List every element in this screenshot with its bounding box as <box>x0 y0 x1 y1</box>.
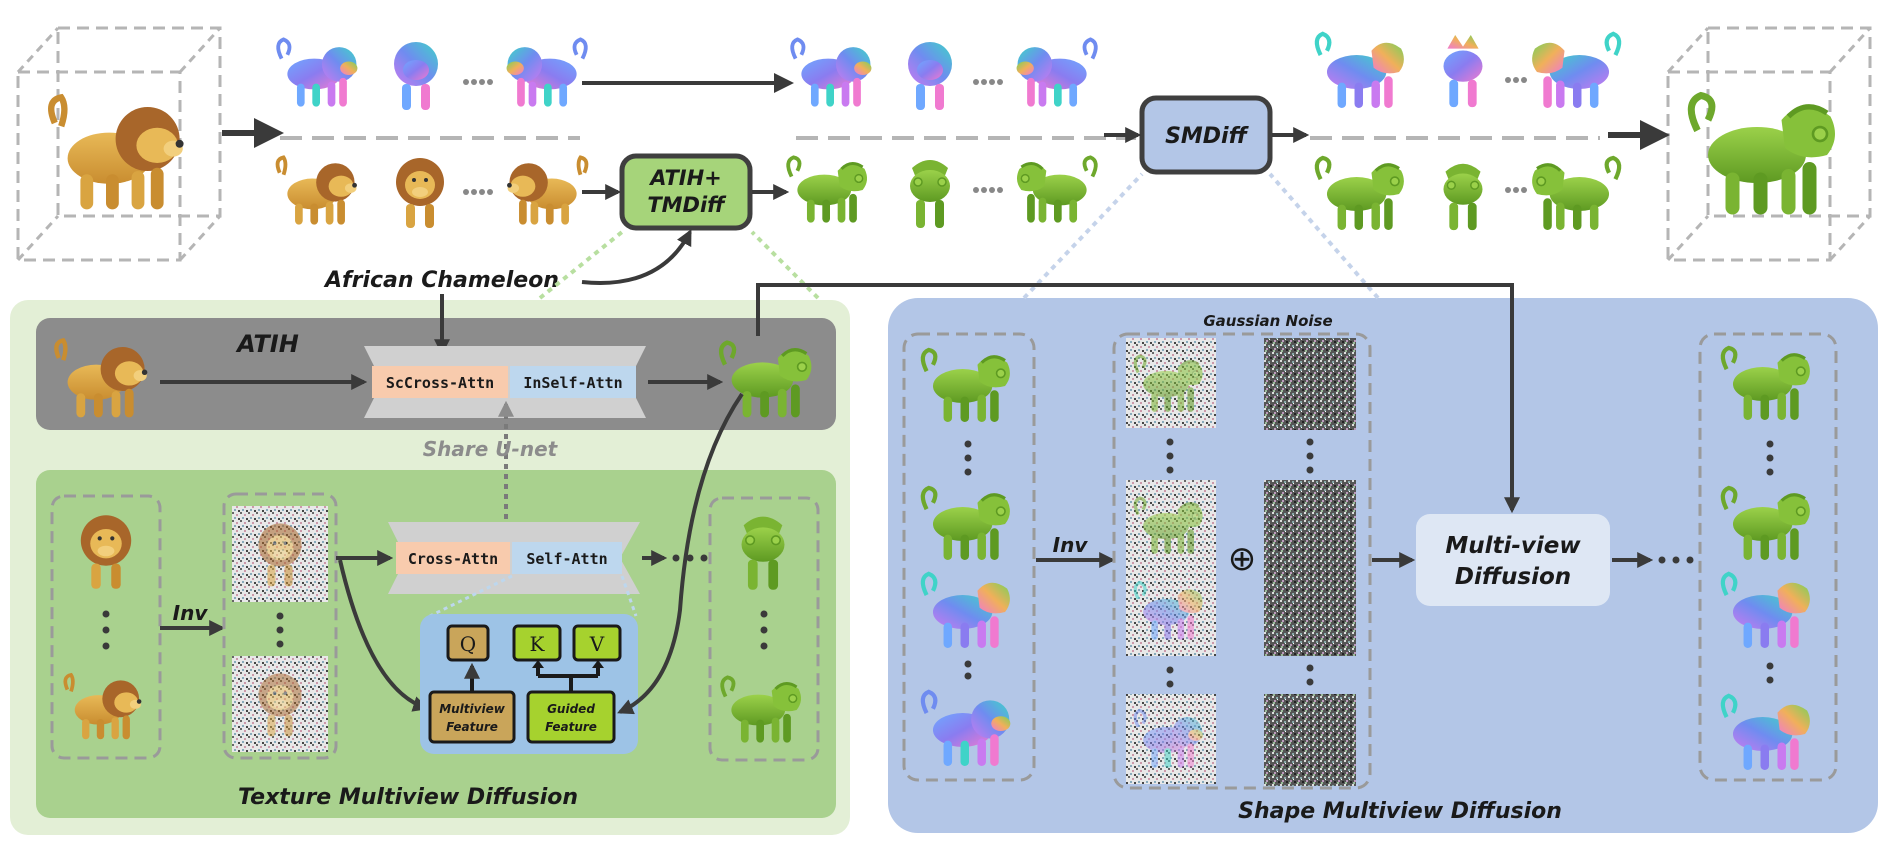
dots-5 <box>1505 77 1527 83</box>
final-normal-views <box>1317 34 1619 108</box>
sc-cross-attn-box <box>372 366 508 398</box>
dots-4 <box>973 187 1003 193</box>
cross-attn-label: Cross-Attn <box>408 550 498 568</box>
atih-tmdiff-line2: TMDiff <box>647 193 727 217</box>
dots-6 <box>1505 187 1527 193</box>
dots-1 <box>463 79 493 85</box>
arrowhead-k <box>532 660 544 668</box>
zoom-line-blue-l <box>1022 172 1144 300</box>
dots-tex-noise <box>276 612 284 648</box>
in-self-attn-box <box>510 366 636 398</box>
oplus-symbol: ⊕ <box>1228 539 1257 579</box>
guided-feature-line2: Feature <box>545 720 597 734</box>
output-chameleon-3d <box>1691 96 1835 215</box>
mid-textured-views <box>788 157 1096 229</box>
atih-tmdiff-line1: ATIH+ <box>648 166 722 190</box>
self-attn-label: Self-Attn <box>526 550 607 568</box>
sc-cross-attn-label: ScCross-Attn <box>386 374 494 392</box>
share-unet-label: Share U-net <box>423 437 559 461</box>
input-3d-box <box>16 26 222 262</box>
multiview-diffusion-box <box>1416 514 1610 606</box>
dots-2 <box>973 79 1003 85</box>
k-box <box>512 624 562 662</box>
guided-feature-box <box>526 690 616 744</box>
texture-noisy-latents <box>222 492 338 760</box>
zoom-line-green-l <box>538 230 624 300</box>
gaussian-noise-label: Gaussian Noise <box>1203 312 1332 330</box>
dots-noisy <box>1166 438 1174 688</box>
final-textured-views <box>1317 158 1619 230</box>
dots-tex-out <box>760 610 768 650</box>
guided-feature-line1: Guided <box>547 702 595 716</box>
dots-shape-in <box>964 440 972 680</box>
shape-multiview-diffusion-label: Shape Multiview Diffusion <box>1238 799 1562 824</box>
self-attn-box <box>512 542 622 574</box>
arrow-noise-to-mvfeature <box>338 559 430 712</box>
multiview-feature-line1: Multiview <box>439 702 506 716</box>
multiview-diffusion-line2: Diffusion <box>1455 564 1571 590</box>
q-label: Q <box>460 632 476 656</box>
arrowhead-v <box>592 660 604 668</box>
multiview-diffusion-line1: Multi-view <box>1445 533 1581 559</box>
inv-left-label: Inv <box>173 601 209 625</box>
african-chameleon-label: African Chameleon <box>323 268 559 293</box>
dots-3 <box>463 189 493 195</box>
input-lion-3d <box>51 97 183 209</box>
v-box <box>572 624 622 662</box>
lion-textured-views <box>278 157 587 228</box>
k-label: K <box>530 632 546 656</box>
shape-input-views <box>902 332 1036 782</box>
atih-tmdiff-box: ATIH+ TMDiff <box>619 153 753 231</box>
texture-input-views <box>50 494 162 760</box>
dots-shape-out <box>1766 440 1774 684</box>
multiview-feature-box <box>428 690 516 744</box>
in-self-attn-label: InSelf-Attn <box>523 374 622 392</box>
texture-multiview-diffusion-label: Texture Multiview Diffusion <box>238 785 578 810</box>
shape-panel <box>888 298 1878 833</box>
dots-tex-in <box>102 610 110 650</box>
v-label: V <box>589 632 605 656</box>
lion-normal-views <box>278 39 586 110</box>
arrow-guided-to-kv <box>536 666 600 692</box>
mid-normal-views <box>792 39 1096 110</box>
dots-tmd-out <box>672 554 708 562</box>
inv-right-label: Inv <box>1053 533 1089 557</box>
multiview-feature-line2: Feature <box>446 720 498 734</box>
arrow-atih-to-guided <box>617 392 744 715</box>
dots-mvdiff-out <box>1658 556 1694 564</box>
texture-output-views <box>708 496 820 762</box>
cross-attn-box <box>396 542 510 574</box>
zoom-line-blue-r <box>1268 172 1380 300</box>
gaussian-noise-column <box>1264 338 1356 786</box>
smdiff-label: SMDiff <box>1165 124 1250 149</box>
arrow-atih-to-multiview <box>756 283 1520 514</box>
noisy-latent-column <box>1112 332 1372 790</box>
zoom-selfattn-r <box>620 575 638 617</box>
dots-gauss <box>1306 438 1314 686</box>
output-3d-box <box>1666 26 1872 262</box>
zoom-line-green-r <box>750 230 820 300</box>
smdiff-box: SMDiff <box>1139 95 1273 175</box>
q-box <box>446 624 490 662</box>
atih-label: ATIH <box>235 330 299 358</box>
arrow-prompt-to-atih <box>581 229 692 285</box>
